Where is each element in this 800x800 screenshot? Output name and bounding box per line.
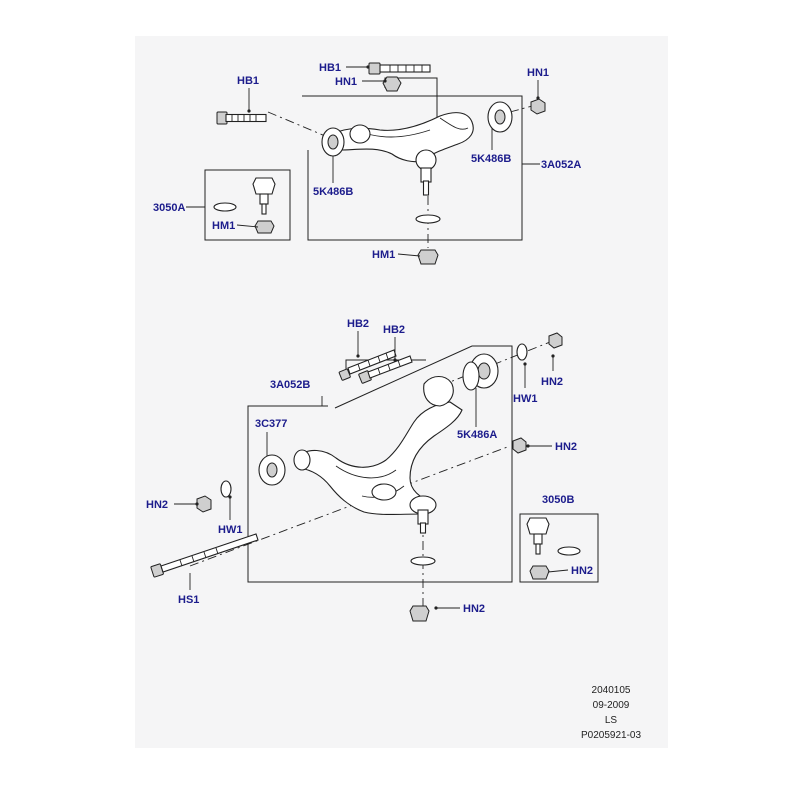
upper-assembly-bracket: [302, 95, 523, 241]
nut-hm1-box: [254, 220, 275, 234]
label-hb2-a: HB2: [347, 318, 369, 330]
bolt-hb1-left: [216, 111, 267, 125]
lower-snap-ring: [410, 556, 436, 566]
label-hw1-right: HW1: [513, 393, 537, 405]
label-3050a: 3050A: [153, 202, 185, 214]
label-hn2-right-mid: HN2: [555, 441, 577, 453]
nut-hn2-box: [529, 565, 550, 580]
upper-axis-line: [267, 111, 331, 139]
part-labels: HB1 HB1 HN1 HN1 5K486B 5K486B 3A052A 305…: [146, 62, 593, 615]
label-5k486b: 5K486B: [313, 186, 353, 198]
lower-assembly-bracket: [247, 345, 513, 583]
ball-joint-3050a: [252, 177, 276, 215]
lower-arm-assembly: [150, 331, 599, 622]
label-hn2-left: HN2: [146, 499, 168, 511]
label-hm1-bottom: HM1: [372, 249, 395, 261]
washer-hw1-left: [220, 480, 232, 498]
reference-line-3: LS: [605, 715, 618, 726]
washer-hw1-right: [516, 343, 528, 361]
bushing-5k486a: [462, 353, 499, 391]
label-3a052a: 3A052A: [541, 159, 581, 171]
label-hm1-box: HM1: [212, 220, 235, 232]
lower-ball-joint: [409, 495, 437, 534]
label-hn1-right: HN1: [527, 67, 549, 79]
label-hb2-b: HB2: [383, 324, 405, 336]
label-3050b: 3050B: [542, 494, 574, 506]
upper-control-arm: [321, 112, 474, 163]
bolt-hb2-b: [358, 355, 413, 384]
ball-joint-3050b: [526, 517, 550, 555]
upper-arm-assembly: [186, 62, 546, 265]
bolt-hs1: [150, 533, 259, 578]
kit-3050a-box: [204, 169, 291, 241]
nut-hn1-top: [382, 76, 402, 92]
label-hn1-top: HN1: [335, 76, 357, 88]
bolt-hb1-top: [368, 62, 431, 75]
upper-snap-ring: [415, 214, 441, 224]
label-3a052b: 3A052B: [270, 379, 310, 391]
label-3c377: 3C377: [255, 418, 287, 430]
label-5k486a: 5K486A: [457, 429, 497, 441]
lower-long-axis: [189, 445, 511, 567]
label-hn2-box: HN2: [571, 565, 593, 577]
bolt-hb2-a: [338, 349, 397, 381]
reference-line-2: 09-2009: [593, 700, 630, 711]
nut-hn2-right-top: [548, 332, 563, 349]
reference-line-4: P0205921-03: [581, 730, 641, 741]
nut-hn2-right-mid: [512, 437, 527, 454]
kit-3050b-box: [519, 513, 599, 583]
ring-3050a: [213, 202, 237, 212]
reference-line-1: 2040105: [592, 685, 631, 696]
label-hn2-right-top: HN2: [541, 376, 563, 388]
nut-hn1-right: [530, 98, 546, 115]
lower-rear-axis: [439, 337, 561, 387]
label-hn2-bottom: HN2: [463, 603, 485, 615]
label-hs1: HS1: [178, 594, 199, 606]
nut-hm1-bottom: [417, 249, 439, 265]
nut-hn2-left: [196, 495, 212, 513]
diagram-reference-block: 2040105 09-2009 LS P0205921-03: [581, 685, 641, 741]
bushing-5k486b-right: [487, 101, 513, 133]
label-5k486b-right: 5K486B: [471, 153, 511, 165]
label-hw1-left: HW1: [218, 524, 242, 536]
label-hb1-top: HB1: [319, 62, 341, 74]
ring-3050b: [557, 546, 581, 556]
bushing-3c377: [258, 454, 286, 486]
label-hb1-left: HB1: [237, 75, 259, 87]
lower-control-arm: [293, 375, 463, 516]
nut-hn2-bottom: [409, 605, 430, 622]
upper-ball-joint: [415, 149, 437, 196]
